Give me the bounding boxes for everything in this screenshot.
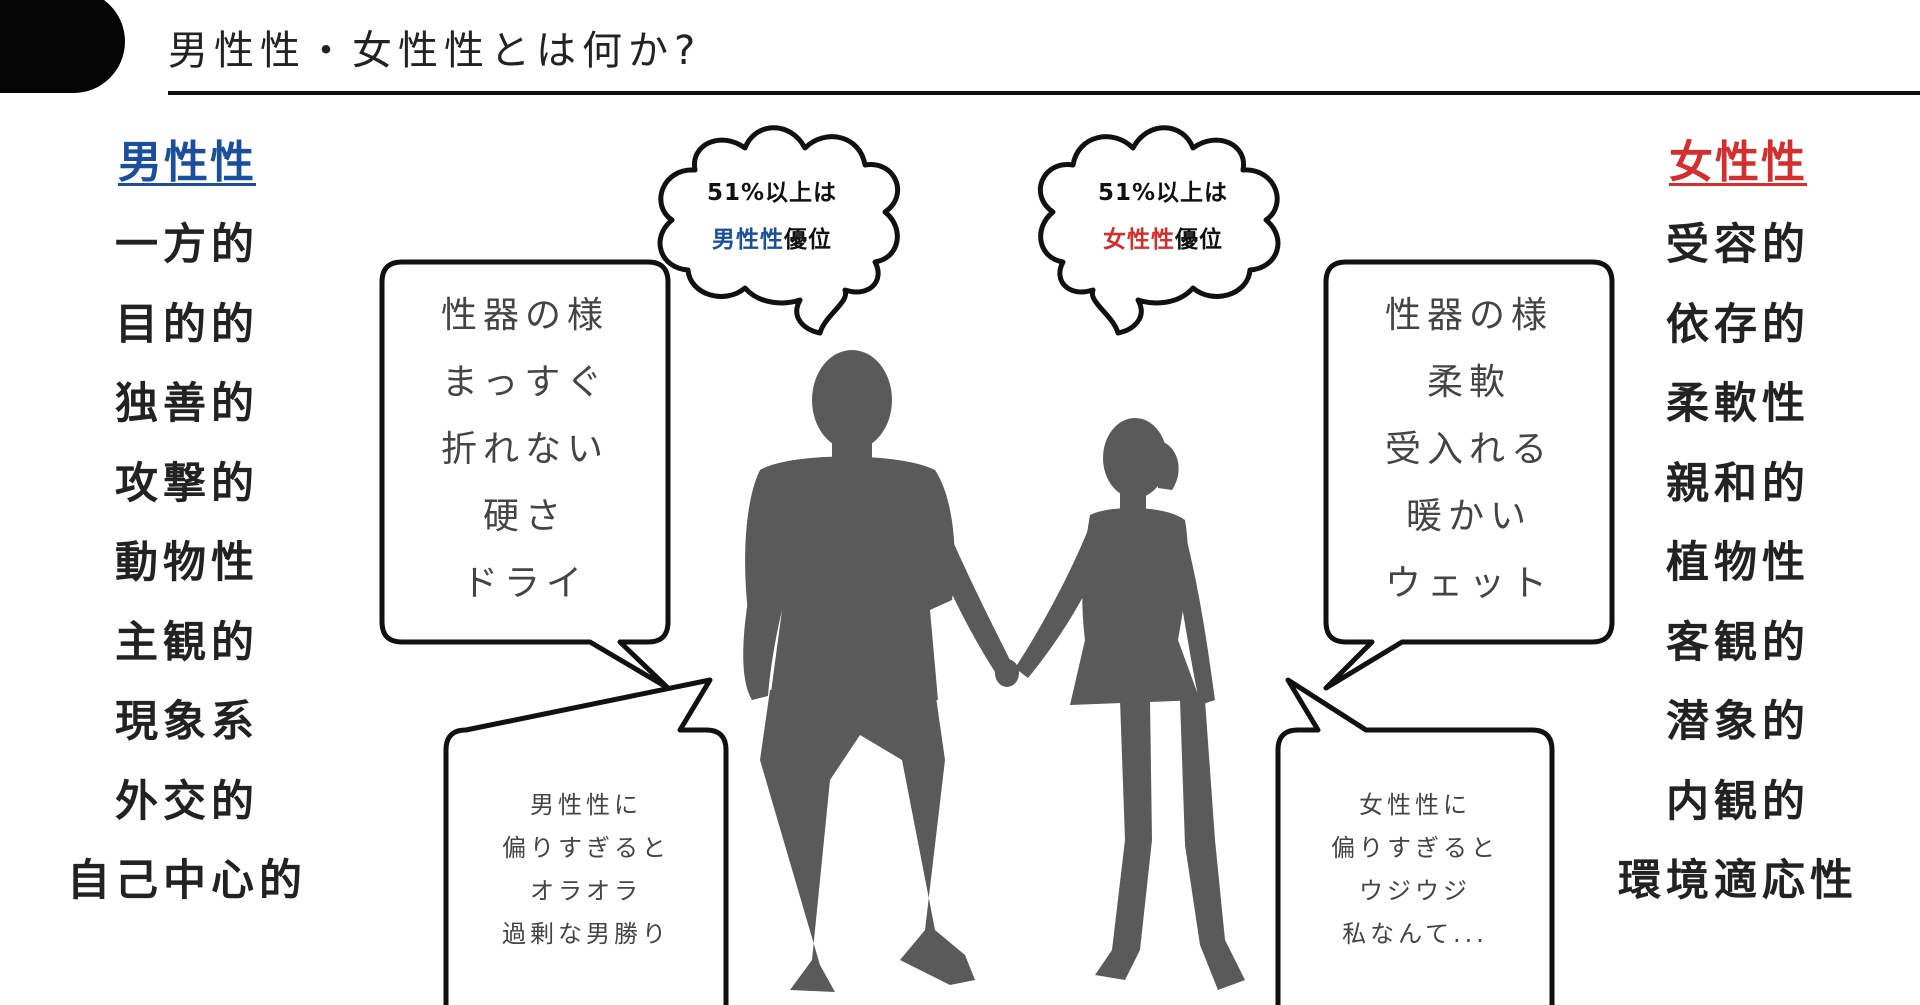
woman-silhouette-icon [1015,418,1245,990]
feminine-cloud-line1: 51%以上は [1097,180,1229,206]
masculine-cloud-line2: 男性性優位 [672,217,872,264]
masculine-cloud-suffix: 優位 [784,227,832,253]
masculine-trait: 動物性 [115,538,259,588]
feminine-trait: 親和的 [1666,458,1810,509]
man-silhouette-icon [743,350,1019,992]
masculine-excess-line: 偏りすぎると [502,834,670,862]
masculine-thought-cloud [657,125,900,336]
feminine-trait: 客観的 [1666,617,1810,668]
masculine-heading: 男性性 [118,137,256,188]
masculine-genital-line: 性器の様 [440,295,609,336]
masculine-column: 男性性 一方的 目的的 独善的 攻撃的 動物性 主観的 現象系 外交的 自己中心… [57,126,317,922]
feminine-cloud-text: 51%以上は 女性性優位 [1063,170,1263,264]
feminine-excess-line: ウジウジ [1359,877,1471,905]
feminine-excess-line: 女性性に [1359,791,1471,819]
feminine-trait: 受容的 [1666,220,1810,270]
feminine-genital-bubble [1323,259,1615,691]
feminine-excess-bubble [1275,677,1555,1005]
masculine-cloud-highlight: 男性性 [712,227,784,253]
masculine-excess-text: 男性性に 偏りすぎると オラオラ 過剰な男勝り [466,784,706,956]
feminine-heading: 女性性 [1669,137,1807,188]
masculine-genital-line: 折れない [440,429,609,470]
page-title: 男性性・女性性とは何か? [168,28,702,74]
masculine-trait: 外交的 [115,776,259,827]
masculine-trait: 自己中心的 [67,856,307,906]
feminine-cloud-highlight: 女性性 [1103,227,1175,253]
feminine-trait: 植物性 [1666,538,1810,588]
feminine-genital-line: 受入れる [1384,429,1553,470]
masculine-genital-line: ドライ [461,563,588,604]
masculine-excess-line: 男性性に [530,791,642,819]
feminine-trait: 内観的 [1666,776,1810,827]
masculine-cloud-text: 51%以上は 男性性優位 [672,170,872,264]
masculine-cloud-line1: 51%以上は [706,180,838,206]
feminine-cloud-suffix: 優位 [1175,227,1223,253]
feminine-genital-line: 柔軟 [1426,362,1511,403]
feminine-thought-cloud [1038,125,1281,336]
masculine-excess-line: 過剰な男勝り [502,920,670,948]
feminine-cloud-line2: 女性性優位 [1063,217,1263,264]
masculine-genital-line: まっすぐ [441,362,609,403]
feminine-trait: 柔軟性 [1666,379,1810,429]
masculine-trait: 攻撃的 [115,458,259,509]
title-underline [168,91,1920,95]
feminine-trait: 環境適応性 [1618,856,1858,906]
feminine-trait: 依存的 [1666,299,1810,350]
masculine-trait: 主観的 [115,617,259,668]
feminine-excess-line: 私なんて... [1342,920,1488,948]
feminine-column: 女性性 受容的 依存的 柔軟性 親和的 植物性 客観的 潜象的 内観的 環境適応… [1608,126,1868,922]
feminine-genital-line: 性器の様 [1384,295,1553,336]
masculine-genital-text: 性器の様 まっすぐ 折れない 硬さ ドライ [395,282,655,617]
feminine-genital-line: ウェット [1384,563,1553,604]
masculine-trait: 目的的 [115,299,259,350]
masculine-trait: 一方的 [115,220,259,270]
feminine-genital-text: 性器の様 柔軟 受入れる 暖かい ウェット [1339,282,1599,617]
feminine-trait: 潜象的 [1666,697,1810,747]
masculine-genital-line: 硬さ [482,496,567,537]
masculine-excess-line: オラオラ [530,877,642,905]
masculine-trait: 現象系 [115,697,259,747]
masculine-genital-bubble [379,259,671,691]
masculine-trait: 独善的 [115,379,259,429]
feminine-excess-text: 女性性に 偏りすぎると ウジウジ 私なんて... [1295,784,1535,956]
feminine-excess-line: 偏りすぎると [1331,834,1499,862]
masculine-excess-bubble [443,677,729,1005]
feminine-genital-line: 暖かい [1405,496,1532,537]
header-tab [0,0,125,93]
